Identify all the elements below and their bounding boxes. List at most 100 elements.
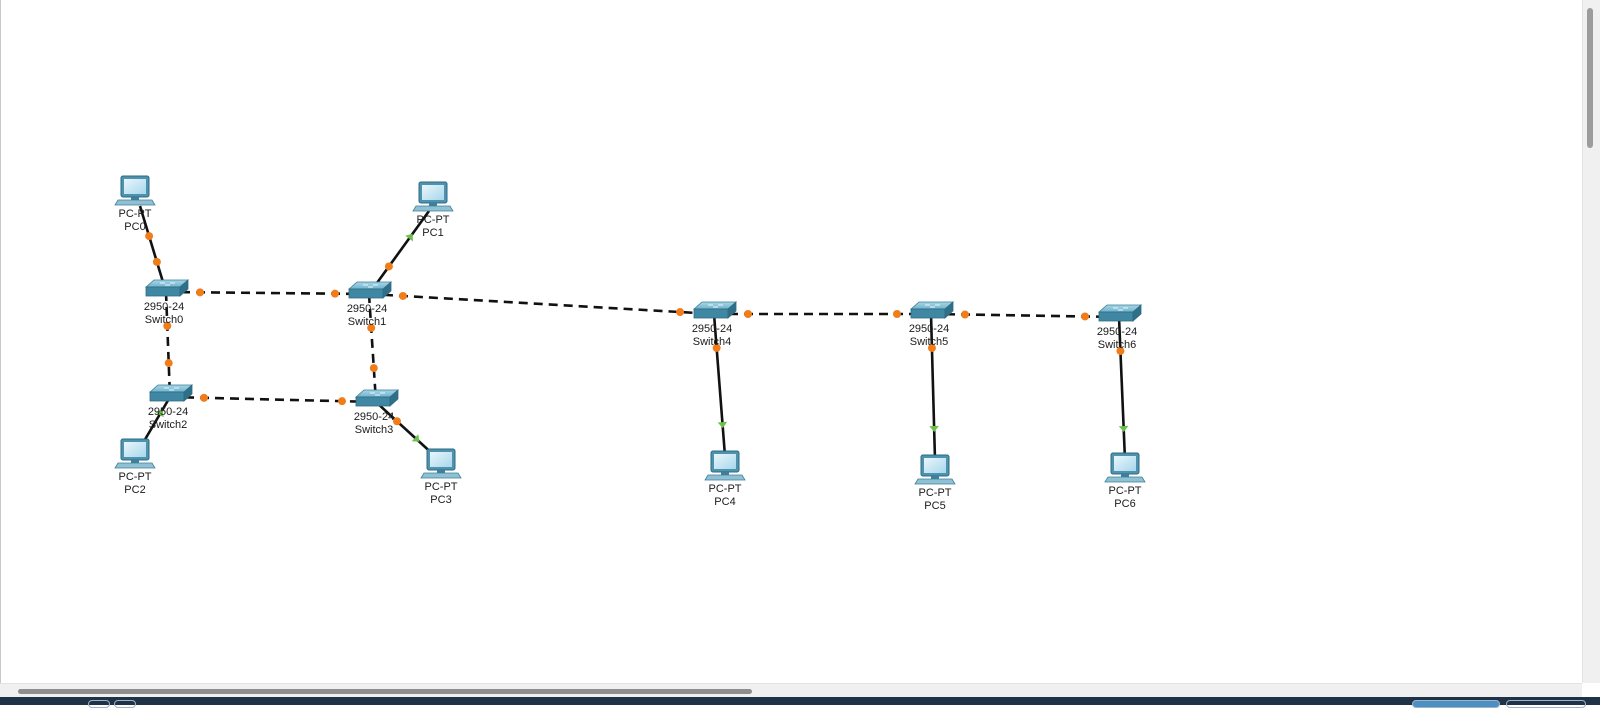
crossover-cable-sw2-sw3[interactable]: [169, 393, 377, 406]
device-name-label: PC4: [714, 496, 735, 508]
device-model-label: 2950-24: [347, 303, 387, 315]
pc-icon: [1104, 452, 1146, 483]
device-model-label: PC-PT: [1109, 485, 1142, 497]
device-name-label: PC3: [430, 494, 451, 506]
taskbar-button[interactable]: [114, 700, 136, 708]
link-status-indicator: [199, 393, 208, 402]
link-status-up-indicator: [155, 409, 164, 418]
device-name-label: PC0: [124, 221, 145, 233]
straight-cable-pc1-sw1[interactable]: [367, 210, 431, 295]
taskbar-button[interactable]: [1506, 700, 1586, 708]
link-status-indicator: [145, 232, 154, 241]
link-status-indicator: [369, 364, 378, 373]
crossover-cable-sw0-sw1[interactable]: [165, 288, 370, 298]
pc-icon: [412, 181, 454, 212]
switch-icon: [148, 384, 194, 402]
pc-icon: [420, 448, 462, 479]
device-model-label: 2950-24: [144, 301, 184, 313]
device-model-label: PC-PT: [417, 214, 450, 226]
straight-cable-sw6-pc6[interactable]: [1116, 316, 1129, 461]
horizontal-scrollbar[interactable]: [0, 683, 1582, 697]
device-model-label: PC-PT: [119, 208, 152, 220]
link-status-indicator: [367, 323, 376, 332]
device-name-label: Switch3: [355, 424, 394, 436]
link-status-indicator: [393, 417, 401, 426]
link-status-indicator: [195, 288, 204, 297]
link-status-indicator: [960, 310, 969, 319]
link-status-indicator: [384, 262, 393, 271]
link-status-up-indicator: [1118, 425, 1129, 433]
switch-icon: [1097, 304, 1143, 322]
devices-layer: 2950-24Switch02950-24Switch12950-24Switc…: [114, 175, 1146, 512]
link-status-up-indicator: [405, 233, 413, 242]
device-model-label: 2950-24: [354, 411, 394, 423]
straight-cable-sw5-pc5[interactable]: [927, 313, 939, 461]
taskbar-button[interactable]: [88, 700, 110, 708]
link-status-indicator: [927, 343, 936, 352]
crossover-cable-sw4-sw5[interactable]: [714, 310, 931, 318]
crossover-cable-sw1-sw4[interactable]: [368, 291, 715, 317]
straight-cable-sw3-pc3[interactable]: [375, 401, 437, 458]
link-status-indicator: [398, 291, 407, 300]
device-model-label: PC-PT: [119, 471, 152, 483]
switch-icon: [354, 389, 400, 407]
link-status-indicator: [1116, 346, 1125, 355]
device-model-label: PC-PT: [709, 483, 742, 495]
pc-icon: [914, 454, 956, 485]
link-status-indicator: [331, 289, 340, 298]
device-model-label: PC-PT: [919, 487, 952, 499]
device-name-label: Switch5: [910, 336, 949, 348]
device-name-label: Switch0: [145, 314, 184, 326]
horizontal-scrollbar-thumb[interactable]: [18, 689, 752, 694]
crossover-cable-sw1-sw3[interactable]: [367, 293, 378, 403]
device-name-label: Switch4: [693, 336, 732, 348]
device-model-label: 2950-24: [148, 406, 188, 418]
switch-icon: [347, 281, 393, 299]
link-status-indicator: [163, 321, 172, 330]
link-status-indicator: [712, 343, 721, 352]
pc-icon: [114, 438, 156, 469]
cables-layer: [138, 205, 1129, 461]
crossover-cable-sw5-sw6[interactable]: [930, 310, 1120, 321]
link-status-up-indicator: [929, 425, 939, 433]
taskbar: [0, 697, 1600, 708]
link-status-indicator: [338, 397, 347, 406]
link-status-indicator: [1081, 312, 1090, 321]
vertical-scrollbar-thumb[interactable]: [1587, 8, 1593, 148]
device-name-label: Switch6: [1098, 339, 1137, 351]
straight-cable-pc0-sw0[interactable]: [138, 205, 168, 293]
crossover-cable-sw0-sw2[interactable]: [163, 291, 173, 398]
device-name-label: PC5: [924, 500, 945, 512]
switch-icon: [909, 301, 955, 319]
vertical-scrollbar[interactable]: [1582, 0, 1600, 683]
device-name-label: PC6: [1114, 498, 1135, 510]
taskbar-button[interactable]: [1412, 700, 1500, 708]
device-model-label: PC-PT: [425, 481, 458, 493]
device-name-label: PC2: [124, 484, 145, 496]
link-status-up-indicator: [717, 421, 728, 429]
link-status-indicator: [893, 310, 901, 318]
device-name-label: Switch2: [149, 419, 188, 431]
pc-icon: [114, 175, 156, 206]
switch-icon: [144, 279, 190, 297]
straight-cable-sw4-pc4[interactable]: [712, 313, 728, 457]
device-name-label: Switch1: [348, 316, 387, 328]
link-status-indicator: [676, 308, 685, 317]
device-model-label: 2950-24: [1097, 326, 1137, 338]
network-topology-canvas[interactable]: 2950-24Switch02950-24Switch12950-24Switc…: [1, 0, 1583, 683]
